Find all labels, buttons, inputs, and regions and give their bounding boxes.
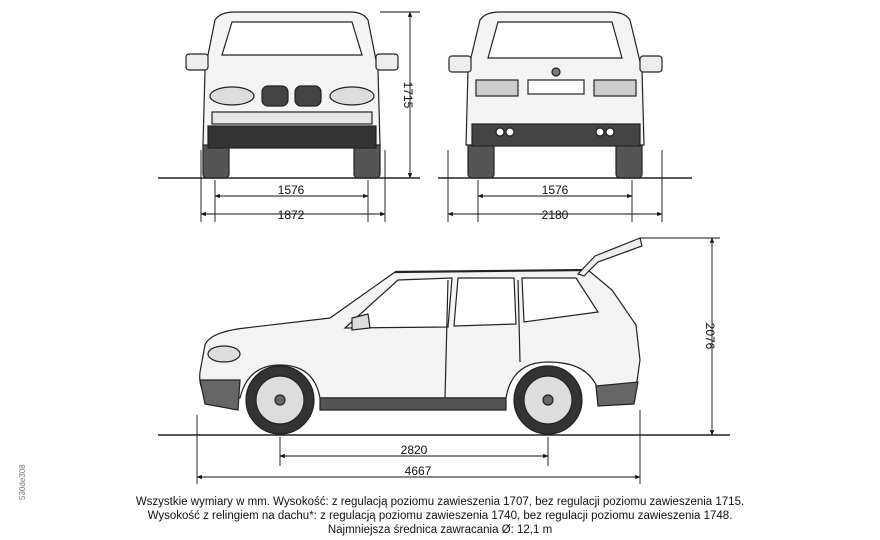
side-sill [319,397,507,411]
front-door-window [343,277,453,329]
rear-right-mirror [639,55,663,73]
rear-view [438,11,692,179]
rear-plate [527,79,585,95]
front-view [158,11,420,179]
rear-right-taillight [593,79,637,97]
height-label: 1715 [401,82,415,109]
front-left-headlight [209,86,255,106]
caption-line-3: Najmniejsza średnica zawracania Ø: 12,1 … [327,524,553,536]
rear-track-label: 1576 [542,183,569,197]
rear-left-taillight [475,79,519,97]
door-seam-front [444,279,449,399]
rear-bumper-side [595,381,639,407]
caption-line-2: Wysokość z relingiem na dachu*: z regula… [147,510,733,522]
left-exhaust-icon [495,127,505,137]
bmw-logo-icon [551,67,561,77]
rear-window [487,21,623,59]
length-label: 4667 [405,464,432,478]
front-lower-apron [207,125,377,149]
side-view [158,237,730,436]
caption-line-1: Wszystkie wymiary w mm. Wysokość: z regu… [135,496,745,508]
front-right-mirror [375,53,399,71]
open-tailgate [576,237,643,277]
side-mirror [351,313,371,331]
rear-left-mirror [448,55,472,73]
height-tailgate-label: 2076 [703,323,717,350]
front-right-headlight [329,86,375,106]
front-bumper [211,111,373,125]
front-bumper-side [199,379,241,411]
drawing-code: 530de308 [18,464,27,500]
door-seam-rear [517,279,521,363]
rear-door-window [453,277,517,327]
front-width-label: 1872 [278,208,305,222]
rear-hub [542,394,554,406]
roof-rail [394,268,589,274]
front-windshield [221,21,363,56]
left-exhaust-icon-2 [505,127,515,137]
right-exhaust-icon-2 [605,127,615,137]
right-exhaust-icon [595,127,605,137]
front-grille-right [294,85,322,107]
quarter-window [521,277,600,323]
wheelbase-label: 2820 [401,443,428,457]
front-grille-left [261,85,289,107]
front-track-label: 1576 [278,183,305,197]
rear-width-label: 2180 [542,208,569,222]
front-left-mirror [185,53,209,71]
front-hub [274,394,286,406]
side-headlight [207,345,241,363]
